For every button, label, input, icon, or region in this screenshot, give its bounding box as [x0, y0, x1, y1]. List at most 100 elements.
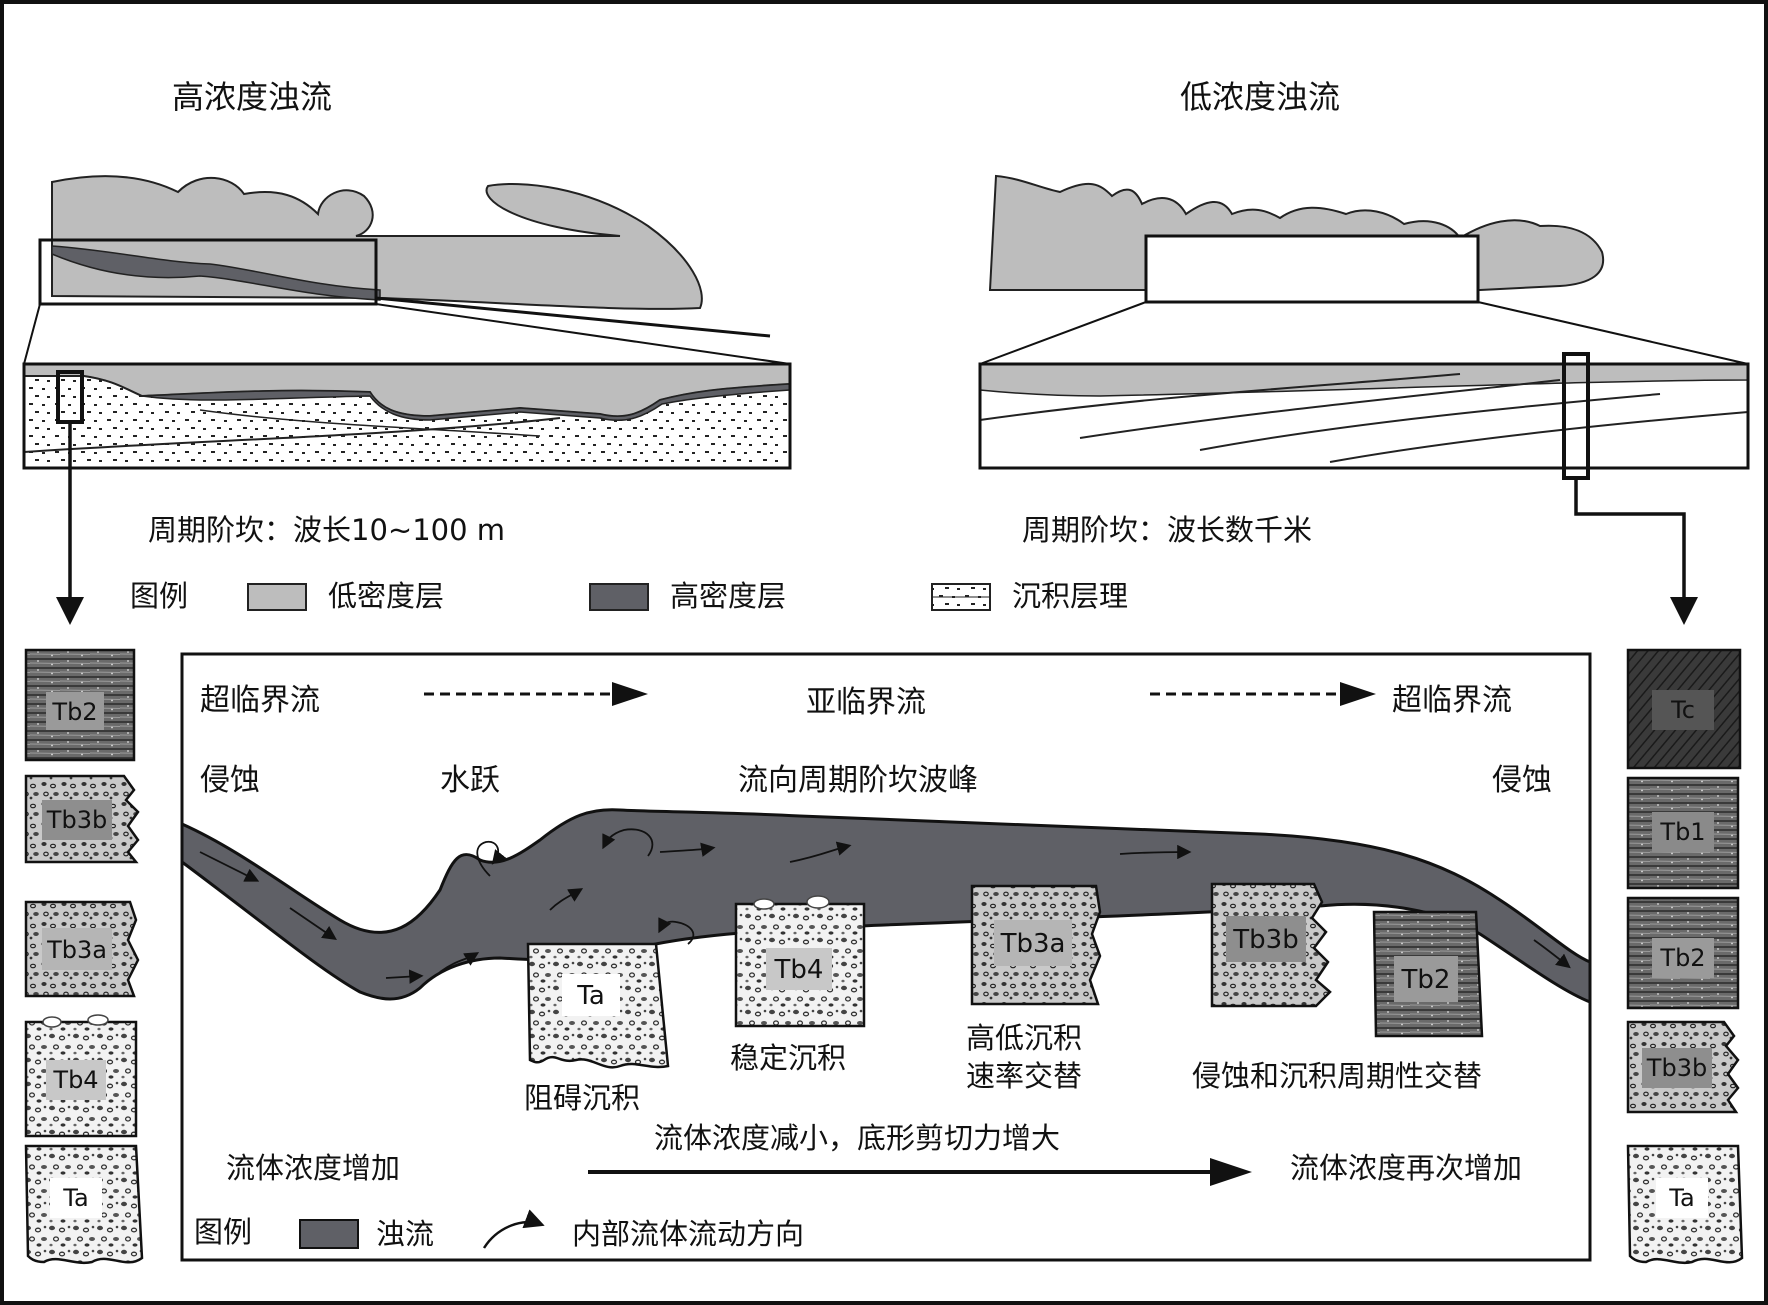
high-concentration-title: 高浓度浊流	[172, 78, 332, 116]
left-block-tb3b-label-box	[42, 800, 112, 840]
left-block-tb4-clast-1	[42, 1016, 62, 1028]
trend-middle: 流体浓度减小，底形剪切力增大	[654, 1121, 1060, 1155]
low-sample-arrow	[1574, 478, 1698, 625]
left-block-tb2-label: Tb2	[51, 698, 97, 726]
deposit-tb2-label: Tb2	[1401, 965, 1451, 995]
deposit-ta-label-box	[562, 974, 620, 1016]
right-block-tc-label: Tc	[1670, 696, 1695, 724]
flow-eddy-2	[602, 828, 654, 857]
low-zoom-guide-left	[979, 301, 1147, 365]
right-block-tb3b-label-box	[1642, 1048, 1712, 1088]
deposit-tb3b-label: Tb3b	[1232, 925, 1298, 955]
trend-right: 流体浓度再次增加	[1290, 1151, 1522, 1185]
left-block-tb4-label: Tb4	[52, 1066, 98, 1094]
deposit-tb4-label: Tb4	[774, 955, 824, 985]
process-erosion-left: 侵蚀	[200, 763, 260, 798]
flow-arrow-9	[1533, 939, 1571, 969]
regime-supercritical-left: 超临界流	[200, 683, 320, 718]
legend-label-bedding: 沉积层理	[1012, 579, 1128, 613]
low-wavelength-caption: 周期阶坎：波长数千米	[1022, 513, 1312, 547]
high-section-frame	[22, 362, 792, 470]
low-section-lamina-4	[1329, 411, 1749, 463]
flow-arrow-8	[1119, 844, 1192, 860]
deposit-tb4-clast-2	[806, 895, 830, 909]
legend-swatch-low-density	[247, 583, 307, 611]
low-section-lamina-1	[979, 373, 1461, 421]
deposit-tb4-caption: 稳定沉积	[730, 1041, 846, 1075]
regime-supercritical-right: 超临界流	[1392, 683, 1512, 718]
left-column: Tb2 Tb3b Tb3a Tb4 Ta	[24, 648, 144, 1265]
right-block-tb2-label: Tb2	[1659, 944, 1705, 972]
deposit-tb4-clast-1	[753, 898, 775, 910]
high-zoom-box	[38, 238, 378, 306]
left-block-ta-label-box	[50, 1178, 102, 1218]
deposit-tb4	[734, 902, 866, 1028]
right-block-tb1-label: Tb1	[1659, 818, 1705, 846]
low-zoom-guide-right	[1477, 301, 1749, 365]
left-block-tb4-label-box	[46, 1060, 106, 1100]
flow-arrow-3	[385, 969, 424, 984]
main-legend-flow-label: 浊流	[376, 1217, 434, 1251]
right-block-tb3b-label: Tb3b	[1646, 1054, 1707, 1082]
high-section-lamina-2	[199, 409, 541, 437]
flow-eddy-1	[476, 840, 507, 877]
right-block-tc-label-box	[1652, 690, 1714, 730]
process-erosion-right: 侵蚀	[1492, 763, 1552, 798]
right-block-tb2-label-box	[1652, 938, 1714, 978]
right-block-ta-label: Ta	[1668, 1184, 1694, 1212]
internal-flow-arrows	[199, 828, 1571, 984]
process-hydraulic-jump: 水跃	[440, 763, 500, 798]
low-section-lamina-2	[1079, 379, 1561, 439]
right-column: Tc Tb1 Tb2 Tb3b Ta	[1626, 648, 1744, 1265]
right-block-tb1-label-box	[1652, 812, 1714, 852]
deposit-tb3a-label: Tb3a	[1000, 929, 1066, 959]
left-block-tb4-clast-2	[87, 1014, 109, 1026]
main-legend-arrow-icon	[482, 1209, 545, 1249]
trend-left: 流体浓度增加	[226, 1151, 400, 1185]
deposit-ta-caption: 阻碍沉积	[524, 1081, 640, 1115]
top-legend-title: 图例	[130, 579, 188, 613]
left-block-tb3a-label: Tb3a	[46, 936, 107, 964]
left-block-ta-label: Ta	[62, 1184, 88, 1212]
flow-arrow-6	[659, 842, 716, 857]
low-zoom-box	[1144, 234, 1480, 304]
flow-arrow-1	[199, 851, 260, 882]
high-zoom-guide-left	[23, 303, 41, 365]
high-zoom-guide-right	[375, 303, 791, 365]
high-high-density-lens	[51, 245, 381, 301]
high-section-lamina-1	[23, 417, 561, 453]
regime-arrow-1-head	[612, 682, 648, 706]
main-legend-arrow-label: 内部流体流动方向	[572, 1217, 804, 1251]
deposit-tb3b-caption: 侵蚀和沉积周期性交替	[1192, 1059, 1482, 1093]
left-block-tb3b-label: Tb3b	[46, 806, 107, 834]
low-section-low-density-layer	[979, 363, 1749, 397]
flow-arrow-7	[789, 841, 852, 863]
flow-arrow-2	[289, 907, 337, 941]
regime-arrow-2-head	[1340, 682, 1376, 706]
deposit-ta-label: Ta	[576, 981, 605, 1011]
flow-eddy-3	[658, 917, 695, 945]
deposit-tb3a-label-box	[994, 920, 1072, 966]
right-block-ta-label-box	[1656, 1178, 1708, 1218]
deposit-tb3a-caption-line2: 速率交替	[966, 1059, 1082, 1093]
main-legend-flow-swatch	[299, 1219, 359, 1249]
deposit-tb2-label-box	[1394, 956, 1458, 1002]
regime-subcritical: 亚临界流	[806, 685, 926, 720]
left-block-tb2-label-box	[46, 692, 104, 730]
legend-label-high-density: 高密度层	[670, 579, 786, 613]
high-slope-line	[375, 296, 771, 338]
left-block-tb3a-label-box	[42, 928, 112, 970]
deposit-tb3a-caption-line1: 高低沉积	[966, 1021, 1082, 1055]
low-concentration-title: 低浓度浊流	[1180, 78, 1340, 116]
high-wavelength-caption: 周期阶坎：波长10~100 m	[148, 513, 505, 547]
process-toward-crest: 流向周期阶坎波峰	[738, 763, 978, 798]
flow-arrow-4	[439, 952, 480, 973]
deposit-tb3b-label-box	[1226, 916, 1306, 962]
legend-swatch-high-density	[589, 583, 649, 611]
deposit-tb4-label-box	[766, 948, 832, 990]
trend-arrow-head	[1210, 1158, 1252, 1186]
legend-label-low-density: 低密度层	[328, 579, 444, 613]
